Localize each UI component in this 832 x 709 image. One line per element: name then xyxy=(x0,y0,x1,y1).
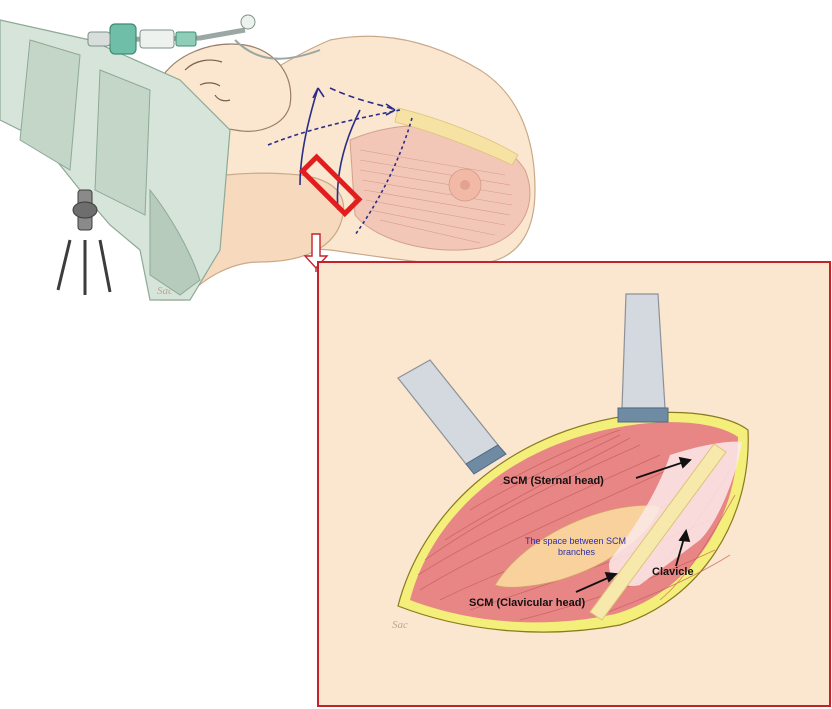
drape-band-2 xyxy=(95,70,150,215)
surgical-field-inset: SCM (Sternal head) The space between SCM… xyxy=(318,262,830,706)
inset-signature: Sac xyxy=(392,619,408,631)
label-clavicular-head: SCM (Clavicular head) xyxy=(469,597,585,609)
label-space-line1: The space between SCM xyxy=(525,536,626,546)
drape-band-1 xyxy=(20,40,80,170)
artist-signature: Sac xyxy=(157,285,173,297)
label-clavicle: Clavicle xyxy=(652,566,694,578)
tube-connector xyxy=(110,24,136,54)
nipple xyxy=(460,180,470,190)
label-space-line2: branches xyxy=(558,547,596,557)
patient-positioning-scene: Sac xyxy=(0,15,535,300)
label-sternal-head: SCM (Sternal head) xyxy=(503,475,604,487)
